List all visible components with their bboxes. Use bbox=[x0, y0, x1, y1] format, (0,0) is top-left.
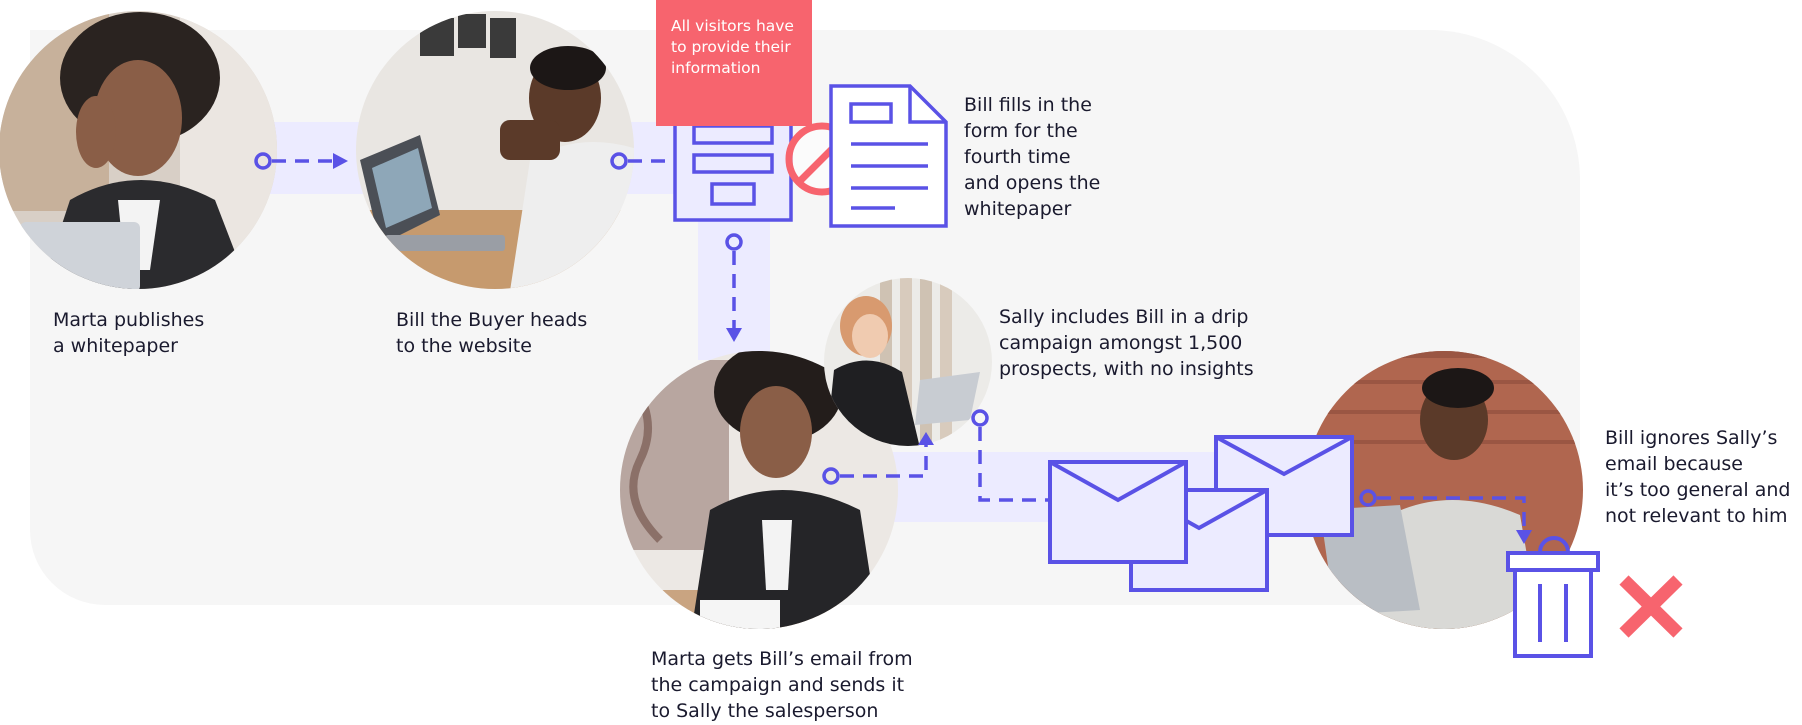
info-banner: All visitors have to provide their infor… bbox=[656, 0, 812, 126]
dashed-arrow bbox=[840, 442, 928, 478]
connector-node bbox=[1359, 489, 1377, 507]
arrowhead bbox=[726, 328, 742, 342]
trash-icon bbox=[1506, 536, 1600, 658]
step-caption-bill-ignores: Bill ignores Sally’s email because it’s … bbox=[1605, 427, 1791, 527]
step-caption-marta-email: Marta gets Bill’s email from the campaig… bbox=[651, 648, 913, 722]
step-caption-bill-fills-form: Bill fills in the form for the fourth ti… bbox=[964, 94, 1101, 220]
arrowhead bbox=[1516, 530, 1532, 544]
connector-node bbox=[254, 152, 272, 170]
arrowhead bbox=[333, 153, 348, 169]
connector-node bbox=[610, 152, 628, 170]
step-caption-marta-publishes: Marta publishes a whitepaper bbox=[53, 309, 205, 357]
photo-marta-email bbox=[620, 351, 898, 629]
photo-sally bbox=[824, 278, 992, 446]
connector-node bbox=[822, 467, 840, 485]
step-caption-bill-website: Bill the Buyer heads to the website bbox=[396, 309, 588, 357]
arrowhead bbox=[918, 432, 934, 445]
connector-node bbox=[725, 233, 743, 251]
x-mark-icon bbox=[1619, 575, 1683, 638]
dashed-arrow bbox=[978, 427, 1048, 502]
dashed-arrow bbox=[1377, 496, 1526, 532]
document-icon bbox=[829, 84, 948, 228]
envelope-icon bbox=[1048, 460, 1188, 564]
step-caption-sally-campaign: Sally includes Bill in a drip campaign a… bbox=[999, 306, 1254, 380]
connector-node bbox=[971, 409, 989, 427]
